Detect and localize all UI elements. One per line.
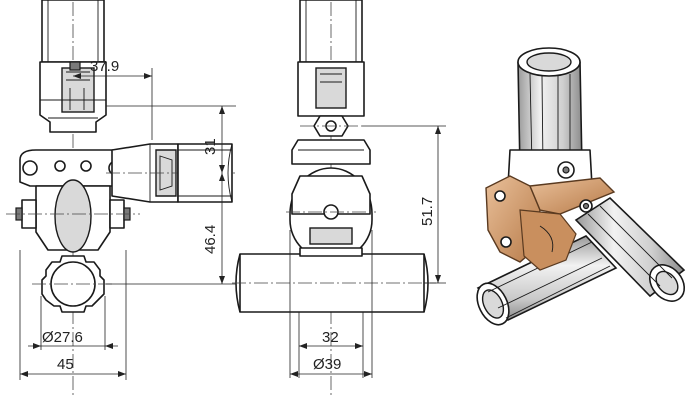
dim-32: 32 xyxy=(322,329,339,346)
dim-51-7: 51.7 xyxy=(419,197,436,226)
dim-dia-39: Ø39 xyxy=(313,356,341,373)
iso-bracket-ring xyxy=(519,209,577,271)
middle-view xyxy=(232,0,436,396)
left-view xyxy=(6,0,236,396)
iso-view xyxy=(476,47,686,326)
dim-37-9: 37.9 xyxy=(90,58,119,75)
dimensions: 37.9 31 46.4 Ø27.6 45 51.7 xyxy=(19,58,446,380)
dim-45: 45 xyxy=(57,356,74,373)
dim-46-4: 46.4 xyxy=(202,225,219,254)
middle-clamp-band xyxy=(291,139,371,165)
dim-dia-27-6: Ø27.6 xyxy=(42,329,83,346)
dim-31: 31 xyxy=(202,138,219,155)
